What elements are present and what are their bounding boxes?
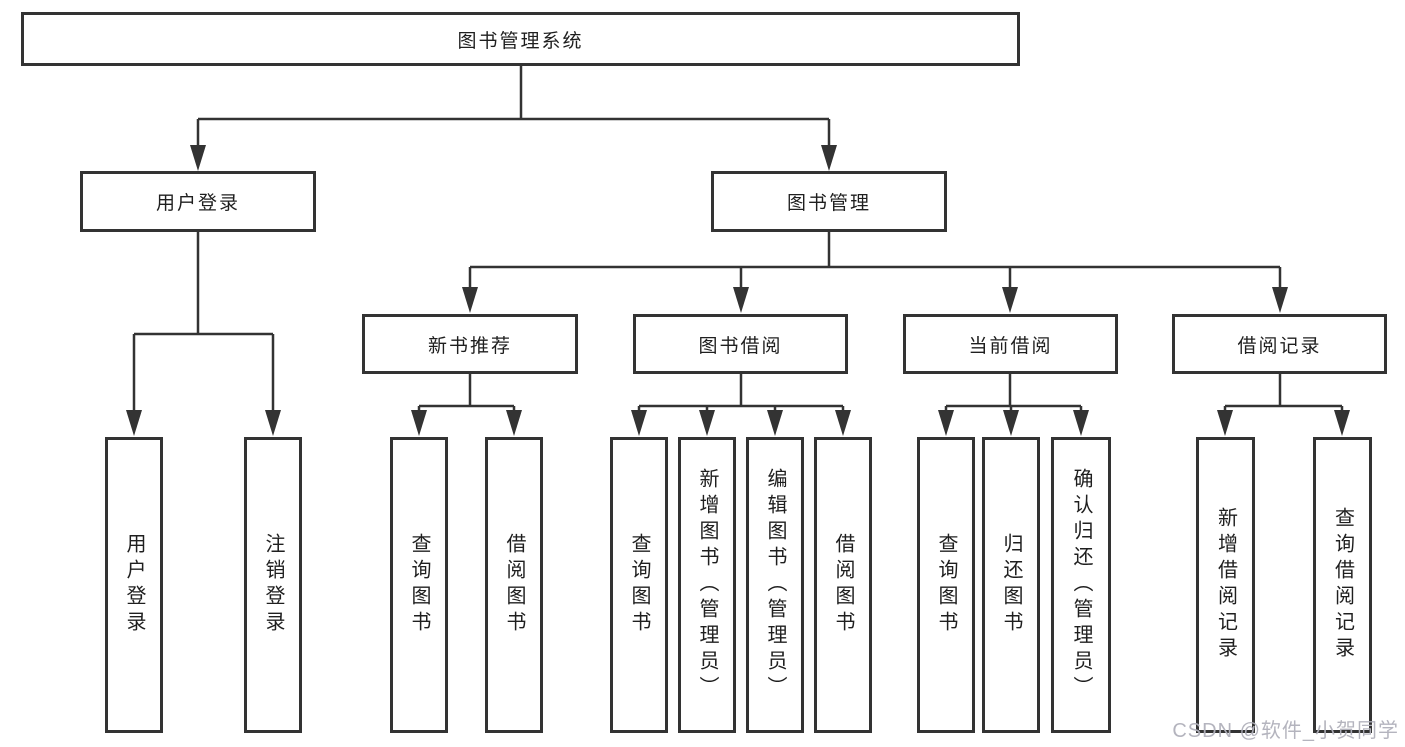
node-new-book-rec: 新书推荐 [362, 314, 578, 374]
leaf-rec-borrow-books: 借阅图书 [485, 437, 543, 733]
connector-borrow-records [1223, 374, 1344, 428]
leaf-cb-confirm-return-label: 确认归还（管理员） [1070, 468, 1092, 702]
connector-user-login [132, 232, 275, 428]
node-book-mgmt: 图书管理 [711, 171, 947, 232]
connector-new-book-rec [417, 374, 516, 428]
leaf-rec-borrow-books-label: 借阅图书 [503, 533, 525, 637]
leaf-bb-add-books-label: 新增图书（管理员） [696, 468, 718, 702]
node-root: 图书管理系统 [21, 12, 1020, 66]
node-book-borrow-label: 图书借阅 [698, 335, 783, 357]
node-root-label: 图书管理系统 [457, 30, 584, 52]
leaf-bb-borrow-books-label: 借阅图书 [832, 533, 854, 637]
node-current-borrow: 当前借阅 [903, 314, 1118, 374]
leaf-rec-query-books-label: 查询图书 [408, 533, 430, 637]
leaf-br-add-record-label: 新增借阅记录 [1214, 507, 1237, 663]
leaf-br-add-record: 新增借阅记录 [1196, 437, 1255, 733]
leaf-cb-query-books-label: 查询图书 [935, 533, 957, 637]
node-book-mgmt-label: 图书管理 [786, 193, 871, 214]
leaf-rec-query-books: 查询图书 [390, 437, 448, 733]
leaf-logout-label: 注销登录 [262, 533, 284, 637]
node-current-borrow-label: 当前借阅 [968, 335, 1053, 357]
connector-root [196, 66, 831, 164]
node-borrow-records: 借阅记录 [1172, 314, 1387, 374]
node-book-borrow: 图书借阅 [633, 314, 848, 374]
leaf-cb-query-books: 查询图书 [917, 437, 975, 733]
leaf-br-query-record-label: 查询借阅记录 [1331, 507, 1354, 663]
leaf-cb-return-books-label: 归还图书 [1000, 533, 1022, 637]
leaf-cb-confirm-return: 确认归还（管理员） [1051, 437, 1111, 733]
leaf-bb-add-books: 新增图书（管理员） [678, 437, 736, 733]
leaf-br-query-record: 查询借阅记录 [1313, 437, 1372, 733]
connector-book-borrow [637, 374, 845, 428]
node-user-login: 用户登录 [80, 171, 316, 232]
leaf-user-login: 用户登录 [105, 437, 163, 733]
leaf-logout: 注销登录 [244, 437, 302, 733]
leaf-bb-edit-books-label: 编辑图书（管理员） [764, 468, 786, 702]
node-user-login-label: 用户登录 [155, 193, 240, 214]
leaf-cb-return-books: 归还图书 [982, 437, 1040, 733]
leaf-user-login-label: 用户登录 [123, 533, 145, 637]
connector-book-mgmt [468, 232, 1282, 306]
node-new-book-rec-label: 新书推荐 [427, 335, 512, 357]
leaf-bb-edit-books: 编辑图书（管理员） [746, 437, 804, 733]
leaf-bb-borrow-books: 借阅图书 [814, 437, 872, 733]
node-borrow-records-label: 借阅记录 [1237, 335, 1322, 357]
leaf-bb-query-books-label: 查询图书 [628, 533, 650, 637]
csdn-watermark: CSDN @软件_小贺同学 [1172, 720, 1399, 742]
leaf-bb-query-books: 查询图书 [610, 437, 668, 733]
